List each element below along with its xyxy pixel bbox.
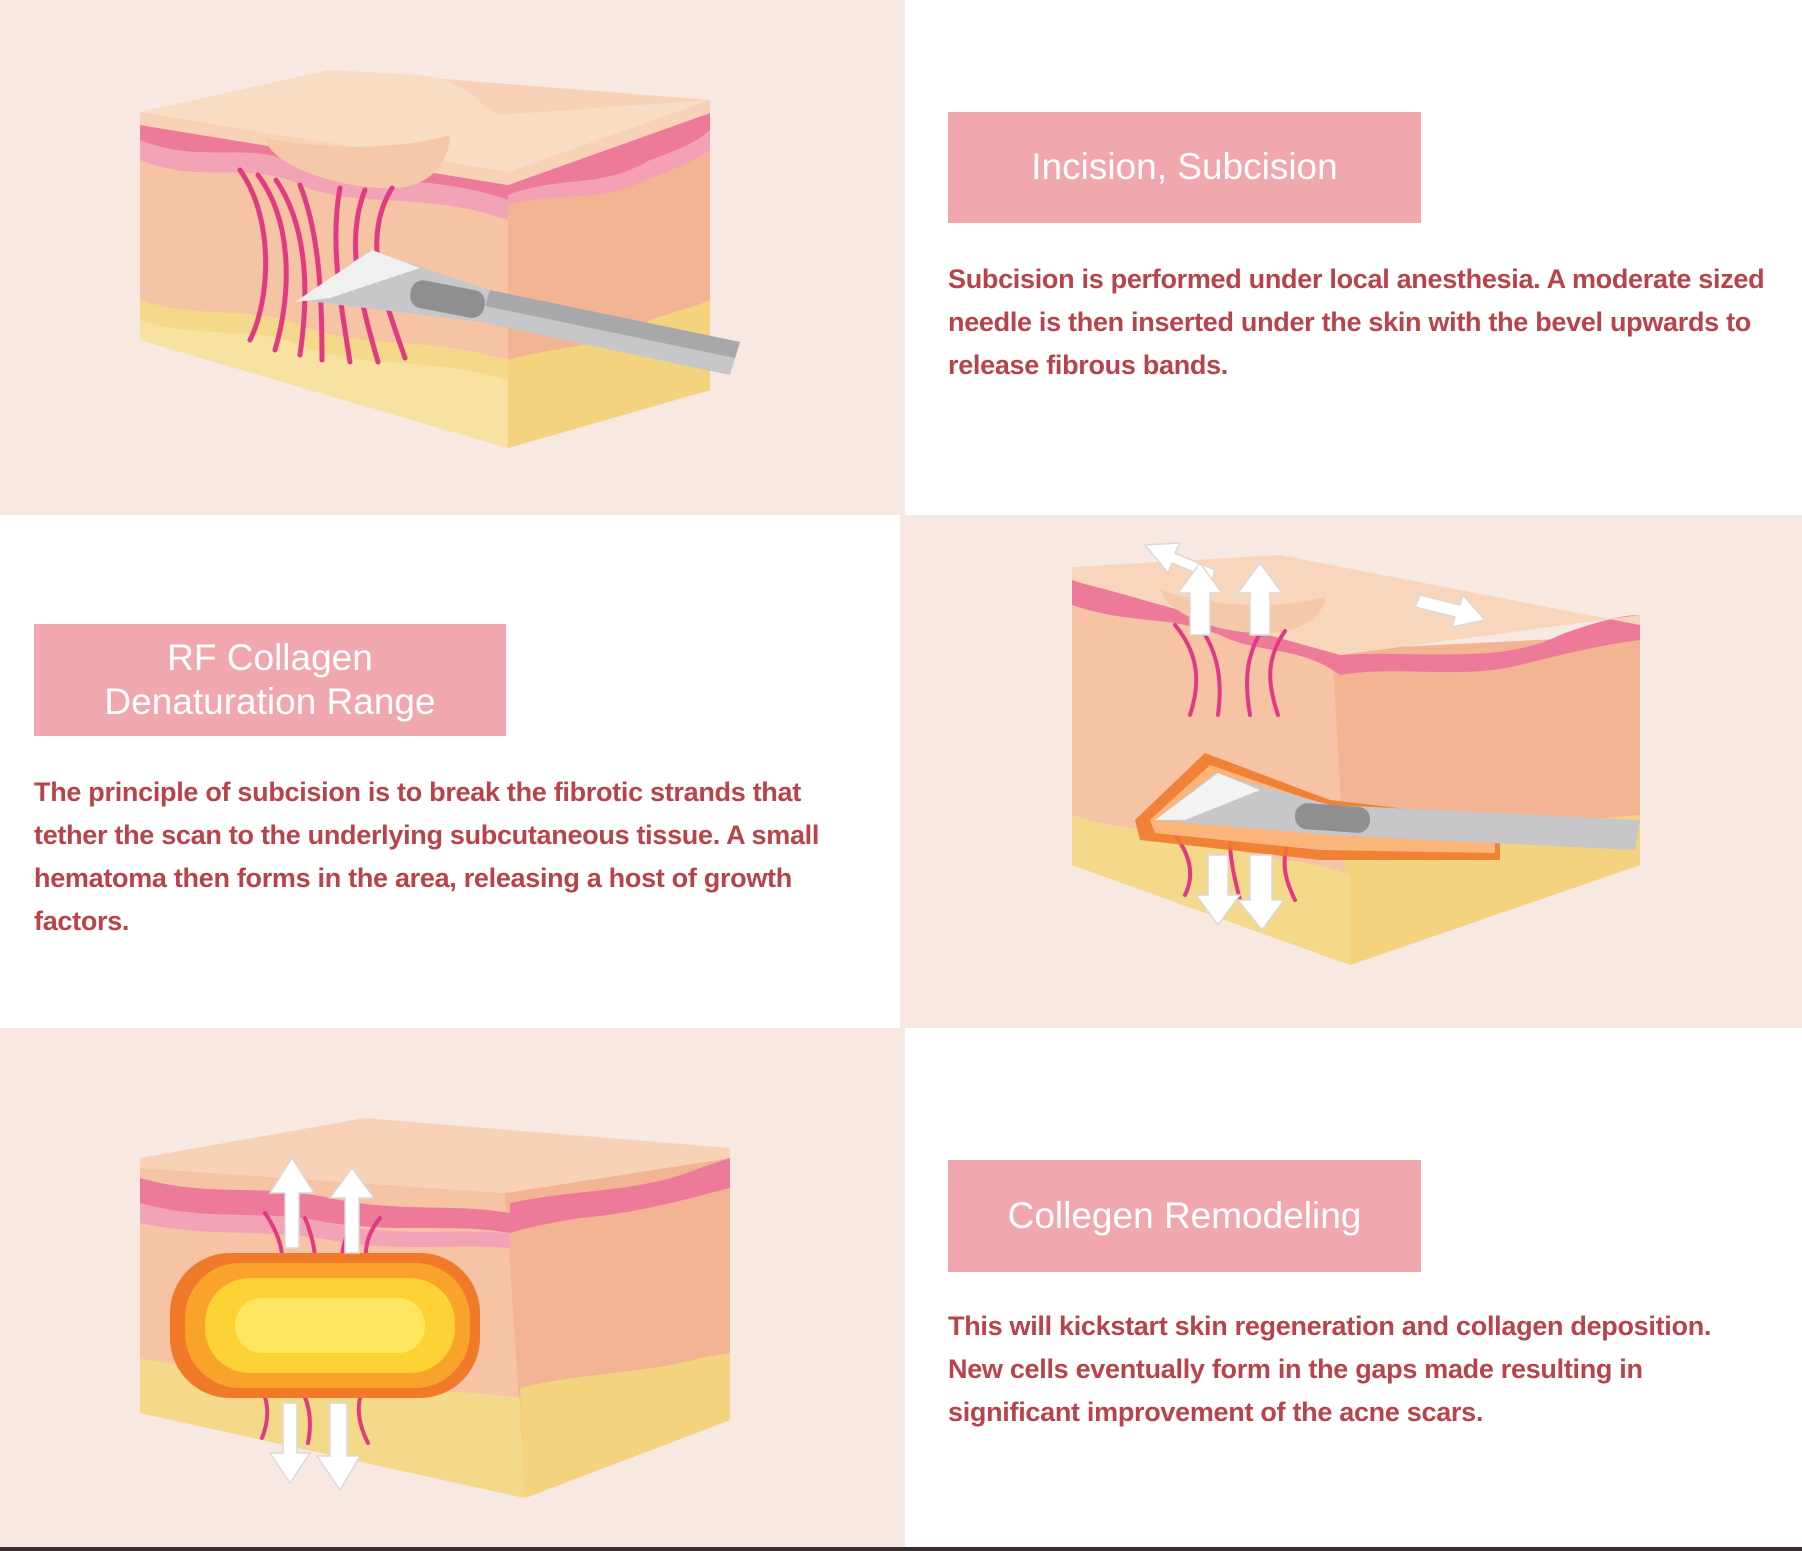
step1-title-label: Incision, Subcision [948,112,1421,223]
step3-description: This will kickstart skin regeneration an… [948,1311,1712,1427]
step1-text-panel: Incision, Subcision Subcision is perform… [905,0,1802,515]
step2-description: The principle of subcision is to break t… [34,777,820,936]
step3-text-panel: Collegen Remodeling This will kickstart … [905,1028,1802,1547]
step2-text-panel: RF Collagen Denaturation Range The princ… [0,515,900,1028]
step3-title-label: Collegen Remodeling [948,1160,1421,1272]
step3-illustration-panel [0,1028,905,1547]
skin-block-rf-heating-icon [1072,542,1640,965]
step3-title: Collegen Remodeling [1007,1194,1362,1236]
step2-illustration-panel [900,515,1802,1028]
skin-block-needle-icon [140,70,740,448]
step2-title-label: RF Collagen Denaturation Range [34,624,506,736]
step1-title: Incision, Subcision [1031,146,1338,188]
step2-title-line1: RF Collagen [167,636,373,678]
bottom-border-line [0,1547,1802,1551]
step1-description: Subcision is performed under local anest… [948,264,1765,380]
skin-block-remodeling-icon [140,1118,730,1498]
step1-illustration-panel [0,0,905,515]
step2-title-line2: Denaturation Range [104,681,436,722]
